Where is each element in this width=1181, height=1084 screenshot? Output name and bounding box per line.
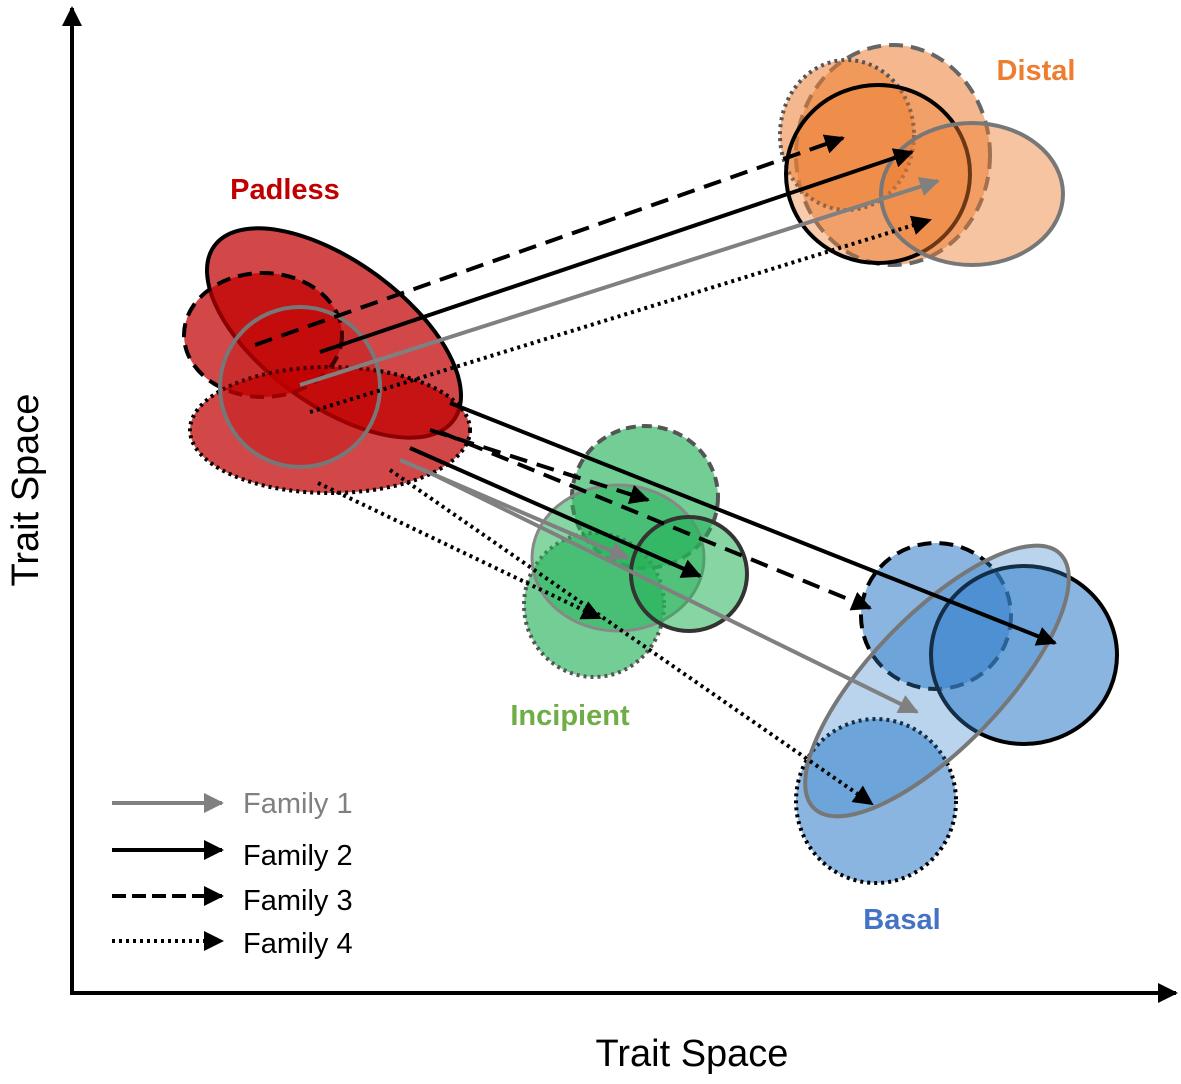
distal-ellipse-family1 xyxy=(879,121,1065,267)
padless-label: Padless xyxy=(230,174,340,206)
legend: Family 1 Family 2 Family 3 Family 4 xyxy=(112,788,353,960)
arrow-padless-basal-family3 xyxy=(439,430,872,611)
padless-ellipse-family1 xyxy=(218,305,382,469)
arrow-padless-basal-family2 xyxy=(449,401,1057,646)
distal-label: Distal xyxy=(997,55,1076,87)
legend-item-family3: Family 3 xyxy=(112,885,353,917)
legend-label-family1: Family 1 xyxy=(243,788,353,820)
arrow-padless-basal-family1 xyxy=(419,466,919,714)
x-axis-label: Trait Space xyxy=(596,1033,789,1075)
basal-ellipse-family1 xyxy=(803,543,1071,819)
distal-ellipse-family4 xyxy=(778,58,916,212)
legend-item-family2: Family 2 xyxy=(112,840,353,872)
incipient-ellipses xyxy=(522,424,749,679)
padless-ellipses xyxy=(182,226,472,495)
arrow-padless-distal-family1 xyxy=(299,176,940,387)
incipient-label: Incipient xyxy=(510,700,630,732)
legend-label-family3: Family 3 xyxy=(243,885,353,917)
legend-item-family4: Family 4 xyxy=(112,928,353,960)
legend-label-family4: Family 4 xyxy=(243,928,353,960)
basal-ellipse-family4 xyxy=(794,717,958,885)
basal-label: Basal xyxy=(863,904,940,936)
legend-item-family1: Family 1 xyxy=(112,788,353,820)
arrow-padless-distal-family3 xyxy=(254,134,845,347)
trajectory-arrows xyxy=(254,134,1057,806)
arrow-padless-distal-family2 xyxy=(319,148,914,354)
legend-label-family2: Family 2 xyxy=(243,840,353,872)
arrow-padless-incipient-family4 xyxy=(317,481,602,620)
arrow-padless-incipient-family2 xyxy=(409,446,702,578)
arrow-padless-distal-family4 xyxy=(309,215,932,414)
basal-ellipses xyxy=(794,541,1119,885)
y-axis-label: Trait Space xyxy=(5,394,47,587)
